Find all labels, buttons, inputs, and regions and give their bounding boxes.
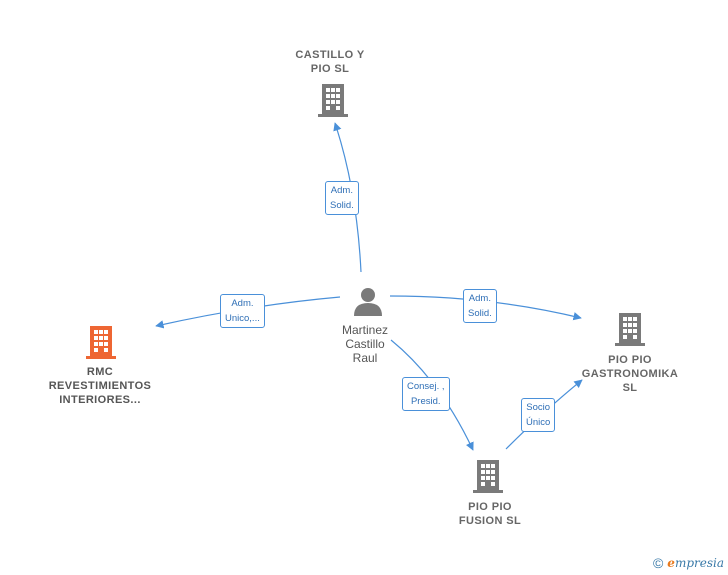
edge-label-to-fusion[interactable]: Consej. , Presid. [402, 377, 450, 411]
node-label-gastronomika[interactable]: PIO PIO GASTRONOMIKA SL [581, 354, 679, 394]
copyright-symbol: © [652, 555, 664, 571]
brand-logo[interactable]: empresia [667, 556, 724, 570]
person-icon[interactable] [354, 288, 382, 316]
building-icon[interactable] [615, 313, 645, 346]
edge-label-to-castillo[interactable]: Adm. Solid. [325, 181, 359, 215]
edge-label-fusion-to-gastronomika[interactable]: Socio Único [521, 398, 556, 432]
node-label-fusion[interactable]: PIO PIO FUSION SL [458, 501, 522, 527]
edge-label-to-rmc[interactable]: Adm. Unico,... [220, 294, 265, 328]
node-label-rmc[interactable]: RMC REVESTIMIENTOS INTERIORES... [48, 366, 152, 406]
node-label-castillo[interactable]: CASTILLO Y PIO SL [295, 49, 365, 75]
building-icon[interactable] [318, 84, 348, 117]
node-label-person[interactable]: Martinez Castillo Raul [341, 323, 388, 365]
building-icon[interactable] [86, 326, 116, 359]
building-icon[interactable] [473, 460, 503, 493]
edge-label-to-gastronomika[interactable]: Adm. Solid. [463, 289, 497, 323]
footer-brand: © empresia [653, 555, 724, 571]
